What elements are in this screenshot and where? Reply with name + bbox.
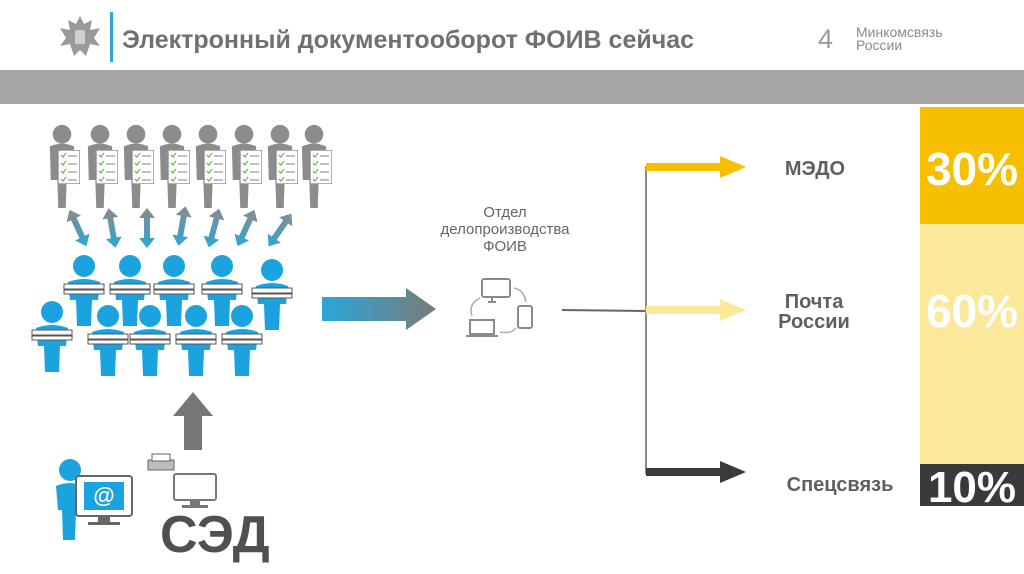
header-band (0, 70, 1024, 104)
share-value: 60% (925, 285, 1019, 337)
arrow-icon (322, 288, 436, 330)
arrow-icon (234, 209, 258, 247)
sed-workstation: @ (56, 453, 217, 540)
network-icon (466, 278, 533, 337)
arrow-icon (172, 206, 192, 246)
checklist-icon (276, 150, 298, 184)
share-box-special: 10% (920, 463, 1024, 512)
arrow-icon (203, 208, 225, 248)
laptop-icon (466, 319, 498, 337)
clerk-icon (251, 258, 293, 331)
ministry-logo-text: Минкомсвязь России (856, 24, 943, 53)
arrow-icon (646, 461, 746, 483)
phone-icon (517, 305, 533, 329)
emblem-icon (60, 16, 100, 56)
ministry-line-1: Минкомсвязь (856, 24, 943, 40)
checklist-icon (132, 150, 154, 184)
header-accent-bar (110, 12, 113, 62)
arrow-icon (267, 213, 293, 247)
page-number: 4 (818, 24, 834, 54)
checklist-icon (240, 150, 262, 184)
channel-label-special: Спецсвязь (786, 474, 894, 496)
clerk-icon (31, 300, 73, 373)
arrow-icon (66, 209, 90, 247)
checklist-icon (96, 150, 118, 184)
share-box-post: 60% (920, 224, 1024, 464)
staff-diagram: @ (31, 124, 332, 540)
page-title: Электронный документооборот ФОИВ сейчас (122, 26, 695, 54)
arrow-icon (139, 208, 155, 248)
clerk-icon (175, 304, 217, 377)
computer-icon (75, 475, 133, 525)
department-label-line: ФОИВ (483, 238, 527, 255)
arrow-icon (646, 299, 746, 321)
department-label-line: Отдел (483, 204, 527, 221)
sed-label: СЭД (160, 506, 270, 564)
department-label: Отдел делопроизводства ФОИВ (410, 204, 600, 255)
printer-icon (147, 453, 175, 471)
computer-icon (481, 278, 511, 303)
email-icon: @ (93, 483, 114, 508)
department-label-line: делопроизводства (440, 221, 570, 238)
channel-label-line: Почта (784, 291, 844, 313)
checklist-icon (204, 150, 226, 184)
share-box-medo: 30% (920, 107, 1024, 224)
arrow-icon (646, 156, 746, 178)
distribution-lines (561, 156, 746, 483)
checklist-icon (168, 150, 190, 184)
computer-icon (173, 473, 217, 508)
gray-staff-row (49, 124, 332, 208)
checklist-icon (58, 150, 80, 184)
clerks-group (31, 254, 293, 377)
clerk-icon (87, 304, 129, 377)
share-value: 10% (927, 463, 1017, 512)
arrow-icon (102, 208, 122, 248)
ministry-line-2: России (856, 37, 903, 53)
share-value: 30% (925, 143, 1019, 195)
checklist-icon (310, 150, 332, 184)
channel-label-post: Почта России (764, 292, 864, 332)
channel-label-medo: МЭДО (784, 158, 846, 180)
arrow-icon (173, 392, 213, 450)
flow-arrow (322, 288, 436, 330)
exchange-arrows (66, 206, 293, 248)
channel-label-line: России (778, 311, 850, 333)
